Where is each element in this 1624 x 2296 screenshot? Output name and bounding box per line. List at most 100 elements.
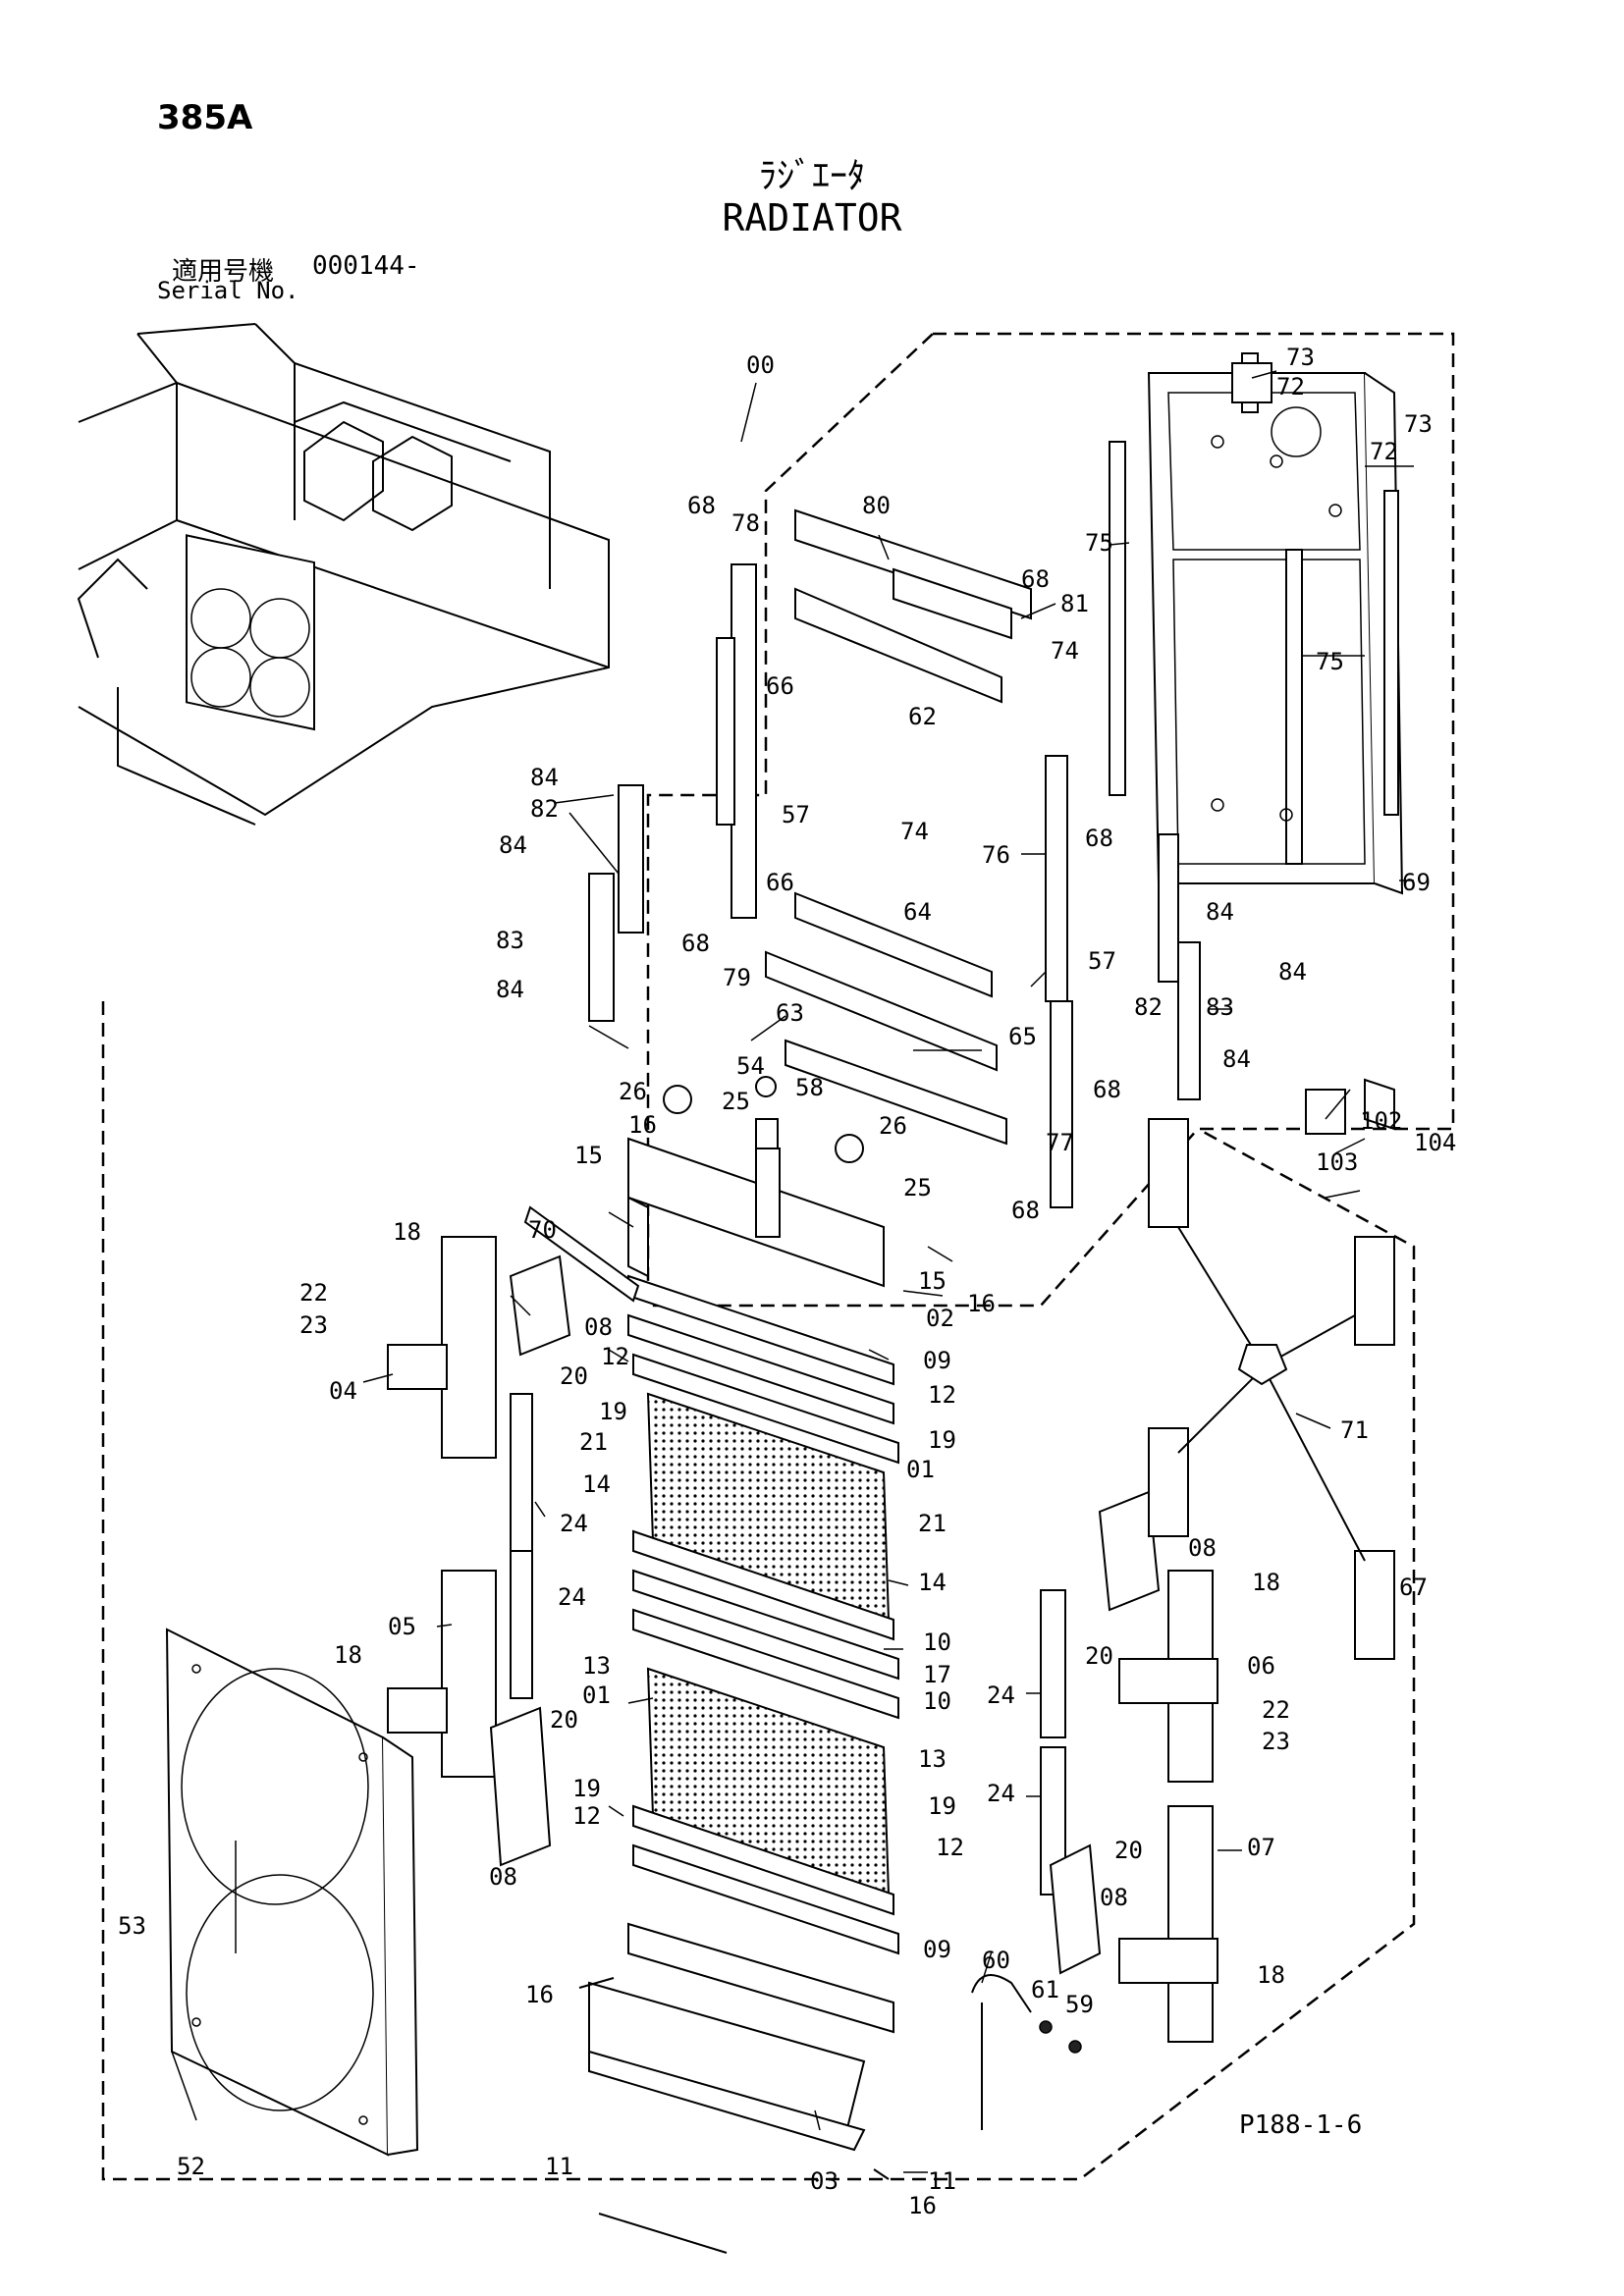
callout-102: 102 bbox=[1360, 1107, 1402, 1135]
page-title: RADIATOR bbox=[722, 196, 902, 240]
callout-08: 08 bbox=[584, 1313, 613, 1341]
callout-23: 23 bbox=[1262, 1728, 1290, 1755]
callout-12: 12 bbox=[572, 1802, 601, 1830]
page-reference: P188-1-6 bbox=[1239, 2110, 1363, 2140]
callout-12: 12 bbox=[936, 1834, 964, 1861]
callout-18: 18 bbox=[1257, 1961, 1285, 1989]
callout-08: 08 bbox=[1188, 1534, 1217, 1562]
radiator-main-core bbox=[588, 1085, 899, 2152]
callout-24: 24 bbox=[560, 1510, 588, 1537]
callout-24: 24 bbox=[558, 1583, 586, 1611]
leader-lines bbox=[171, 370, 1414, 2173]
callout-57: 57 bbox=[1088, 947, 1116, 975]
callout-68: 68 bbox=[1011, 1197, 1040, 1224]
callout-68: 68 bbox=[687, 492, 716, 519]
side-plates bbox=[387, 1205, 1218, 2043]
callout-22: 22 bbox=[1262, 1696, 1290, 1724]
callout-70: 70 bbox=[528, 1216, 557, 1244]
callout-75: 75 bbox=[1316, 648, 1344, 675]
callout-103: 103 bbox=[1316, 1148, 1358, 1176]
callout-20: 20 bbox=[1114, 1837, 1143, 1864]
callout-79: 79 bbox=[723, 964, 751, 991]
callout-21: 21 bbox=[579, 1428, 608, 1456]
callout-06: 06 bbox=[1247, 1652, 1275, 1680]
callout-84: 84 bbox=[530, 764, 559, 791]
callout-82: 82 bbox=[530, 795, 559, 823]
callout-10: 10 bbox=[923, 1629, 951, 1656]
callout-11: 11 bbox=[545, 2153, 573, 2180]
callout-09: 09 bbox=[923, 1347, 951, 1374]
callout-84: 84 bbox=[1206, 898, 1234, 926]
callout-74: 74 bbox=[1051, 637, 1079, 665]
callout-68: 68 bbox=[1085, 825, 1113, 852]
callout-84: 84 bbox=[1222, 1045, 1251, 1073]
callout-12: 12 bbox=[928, 1381, 956, 1409]
callout-60: 60 bbox=[982, 1947, 1010, 1974]
callout-62: 62 bbox=[908, 703, 937, 730]
callout-10: 10 bbox=[923, 1687, 951, 1715]
callout-63: 63 bbox=[776, 999, 804, 1027]
callout-104: 104 bbox=[1414, 1129, 1456, 1156]
callout-64: 64 bbox=[903, 898, 932, 926]
callout-52: 52 bbox=[177, 2153, 205, 2180]
callout-66: 66 bbox=[766, 672, 794, 700]
serial-label: Serial No. bbox=[157, 277, 299, 304]
callout-19: 19 bbox=[928, 1792, 956, 1820]
callout-20: 20 bbox=[560, 1362, 588, 1390]
callout-18: 18 bbox=[393, 1218, 421, 1246]
callout-53: 53 bbox=[118, 1912, 146, 1940]
callout-15: 15 bbox=[574, 1142, 603, 1169]
serial-number-value: 000144- bbox=[312, 251, 420, 281]
callout-11: 11 bbox=[928, 2167, 956, 2195]
callout-26: 26 bbox=[619, 1078, 647, 1105]
callout-76: 76 bbox=[982, 841, 1010, 869]
callout-04: 04 bbox=[329, 1377, 357, 1405]
callout-68: 68 bbox=[681, 930, 710, 957]
callout-23: 23 bbox=[299, 1311, 328, 1339]
callout-08: 08 bbox=[489, 1863, 517, 1891]
callout-19: 19 bbox=[928, 1426, 956, 1454]
callout-05: 05 bbox=[388, 1613, 416, 1640]
callout-25: 25 bbox=[903, 1174, 932, 1201]
serial-label-japanese: 適用号機 bbox=[172, 257, 275, 287]
callout-02: 02 bbox=[926, 1305, 954, 1332]
callout-57: 57 bbox=[782, 801, 810, 828]
callout-81: 81 bbox=[1060, 590, 1089, 617]
callout-59: 59 bbox=[1065, 1991, 1094, 2018]
callout-65: 65 bbox=[1008, 1023, 1037, 1050]
callout-03: 03 bbox=[810, 2167, 839, 2195]
callout-20: 20 bbox=[1085, 1642, 1113, 1670]
callout-12: 12 bbox=[601, 1343, 629, 1370]
callout-00: 00 bbox=[746, 351, 775, 379]
callout-82: 82 bbox=[1134, 993, 1163, 1021]
callout-18: 18 bbox=[334, 1641, 362, 1669]
callout-78: 78 bbox=[731, 509, 760, 537]
callout-19: 19 bbox=[599, 1398, 627, 1425]
callout-01: 01 bbox=[582, 1682, 611, 1709]
callout-74: 74 bbox=[900, 818, 929, 845]
callout-19: 19 bbox=[572, 1775, 601, 1802]
callout-21: 21 bbox=[918, 1510, 947, 1537]
callout-66: 66 bbox=[766, 869, 794, 896]
shroud-brackets-upper bbox=[588, 508, 1201, 1208]
callout-17: 17 bbox=[923, 1661, 951, 1688]
callout-22: 22 bbox=[299, 1279, 328, 1307]
group-outline-lower bbox=[101, 1001, 1416, 2181]
callout-83: 83 bbox=[496, 927, 524, 954]
callout-25: 25 bbox=[722, 1088, 750, 1115]
callout-09: 09 bbox=[923, 1936, 951, 1963]
callout-61: 61 bbox=[1031, 1976, 1059, 2003]
callout-84: 84 bbox=[499, 831, 527, 859]
callout-16: 16 bbox=[967, 1290, 996, 1317]
machine-overview bbox=[77, 323, 610, 826]
callout-14: 14 bbox=[582, 1470, 611, 1498]
callout-75: 75 bbox=[1085, 529, 1113, 557]
callout-58: 58 bbox=[795, 1074, 824, 1101]
cross-brace bbox=[1148, 1118, 1395, 1660]
callout-07: 07 bbox=[1247, 1834, 1275, 1861]
callout-68: 68 bbox=[1093, 1076, 1121, 1103]
callout-20: 20 bbox=[550, 1706, 578, 1734]
callout-16: 16 bbox=[628, 1111, 657, 1139]
callout-68: 68 bbox=[1021, 565, 1050, 593]
